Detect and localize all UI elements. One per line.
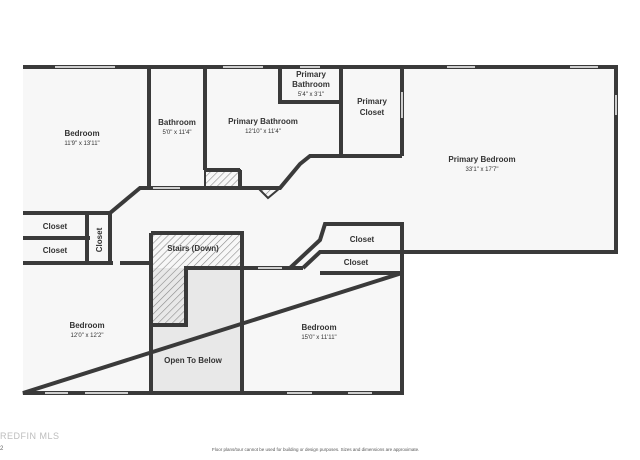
label-closet-4: Closet	[350, 235, 375, 244]
label-bedroom-s: Bedroom	[301, 323, 336, 332]
stairs-area	[151, 233, 242, 325]
copyright-number: 2	[0, 446, 4, 452]
label-closet-5: Closet	[344, 258, 369, 267]
dims-bedroom-s: 15'0" x 11'11"	[301, 335, 336, 341]
label-bedroom-nw: Bedroom	[64, 129, 99, 138]
label-primary-bedroom: Primary Bedroom	[448, 155, 515, 164]
dims-bedroom-nw: 11'9" x 13'11"	[64, 141, 99, 147]
label-primary-bathroom: Primary Bathroom	[228, 117, 298, 126]
label-primary-closet-2: Closet	[360, 108, 385, 117]
dims-bathroom: 5'0" x 11'4"	[162, 130, 191, 136]
dims-primary-bedroom: 33'1" x 17'7"	[466, 167, 499, 173]
dims-primary-bathroom-small: 5'4" x 3'1"	[298, 92, 324, 98]
label-primary-closet-1: Primary	[357, 97, 387, 106]
label-open-below: Open To Below	[164, 356, 222, 365]
windows	[45, 66, 617, 394]
shaft-hatch	[204, 169, 241, 189]
label-closet-2: Closet	[43, 246, 68, 255]
label-closet-1: Closet	[43, 222, 68, 231]
walls	[22, 65, 618, 395]
label-stairs: Stairs (Down)	[167, 244, 219, 253]
disclaimer: Floor plans/tour cannot be used for buil…	[212, 447, 420, 452]
label-primary-bathroom-small-2: Bathroom	[292, 80, 330, 89]
dims-primary-bathroom: 12'10" x 11'4"	[245, 129, 281, 135]
label-closet-3: Closet	[95, 227, 104, 252]
label-bathroom: Bathroom	[158, 118, 196, 127]
label-bedroom-sw: Bedroom	[69, 321, 104, 330]
dims-bedroom-sw: 12'0" x 12'2"	[71, 333, 104, 339]
room-labels: Bedroom 11'9" x 13'11" Bathroom 5'0" x 1…	[43, 70, 516, 365]
watermark: REDFIN MLS	[0, 431, 60, 441]
label-primary-bathroom-small-1: Primary	[296, 70, 326, 79]
